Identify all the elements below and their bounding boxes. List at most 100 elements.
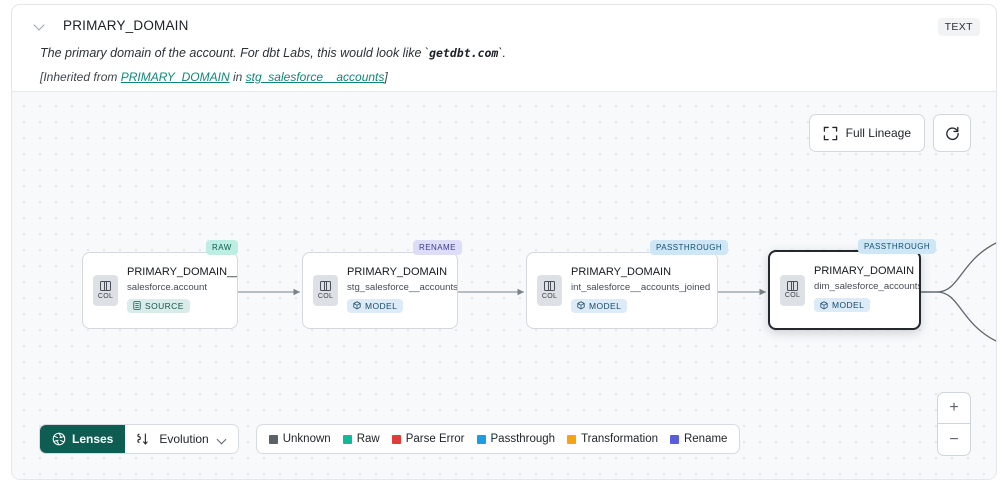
col-label: COL [317, 292, 334, 300]
lineage-node-stg-salesforce-accounts[interactable]: COL PRIMARY_DOMAIN stg_salesforce__accou… [302, 252, 458, 329]
node-body: PRIMARY_DOMAIN__C salesforce.account SOU… [118, 266, 237, 316]
col-icon: COL [537, 275, 562, 306]
edge-out-lower [921, 291, 996, 342]
legend-item-rename: Rename [669, 433, 728, 445]
node-body: PRIMARY_DOMAIN stg_salesforce__accounts … [338, 266, 457, 316]
lineage-node-int-salesforce-accounts-joined[interactable]: COL PRIMARY_DOMAIN int_salesforce__accou… [526, 252, 718, 329]
legend-swatch [476, 434, 486, 444]
node-body: PRIMARY_DOMAIN int_salesforce__accounts_… [562, 266, 710, 316]
page-title: PRIMARY_DOMAIN [63, 17, 189, 33]
node-kind-badge: MODEL [347, 298, 404, 313]
node-subtitle: salesforce.account [127, 281, 207, 293]
node-kind-badge: MODEL [571, 298, 628, 313]
col-icon: COL [780, 274, 805, 306]
lineage-node-primary-domain-c[interactable]: COL PRIMARY_DOMAIN__C salesforce.account… [82, 252, 238, 329]
col-label: COL [541, 292, 558, 300]
node-title: PRIMARY_DOMAIN [571, 265, 672, 278]
node-subtitle: dim_salesforce_accounts [814, 281, 919, 293]
col-label: COL [784, 292, 801, 300]
lineage-legend: Unknown Raw Parse Error Passthrough Tran… [255, 424, 741, 454]
legend-item-parse-error: Parse Error [391, 433, 465, 445]
aperture-icon [52, 432, 66, 446]
legend-swatch [669, 434, 679, 444]
legend-label: Passthrough [490, 433, 556, 445]
canvas-toolbar: Full Lineage [808, 114, 971, 152]
node-op-tag: PASSTHROUGH [858, 239, 937, 254]
inherited-model-link[interactable]: stg_salesforce__accounts [245, 69, 385, 84]
legend-label: Rename [683, 433, 728, 445]
col-label: COL [97, 292, 114, 300]
node-title: PRIMARY_DOMAIN__C [127, 265, 237, 278]
column-description: The primary domain of the account. For d… [12, 35, 996, 62]
lenses-button[interactable]: Lenses [40, 425, 126, 453]
cube-icon [353, 301, 361, 310]
lenses-label: Lenses [72, 432, 114, 446]
node-op-tag: PASSTHROUGH [650, 240, 729, 255]
full-lineage-label: Full Lineage [845, 126, 911, 140]
header-title-row: PRIMARY_DOMAIN [12, 5, 996, 35]
evolution-label: Evolution [159, 432, 209, 446]
legend-item-transformation: Transformation [567, 433, 658, 445]
column-glyph-icon [100, 281, 111, 292]
inherited-mid: in [229, 69, 246, 84]
legend-swatch [342, 434, 352, 444]
legend-swatch [268, 434, 278, 444]
node-body: PRIMARY_DOMAIN dim_salesforce_accounts M… [805, 265, 919, 315]
lineage-canvas[interactable]: Full Lineage RAW COL PRIMARY_DOMAIN__C s… [12, 92, 996, 479]
column-detail-card: PRIMARY_DOMAIN TEXT The primary domain o… [11, 4, 997, 480]
node-title: PRIMARY_DOMAIN [347, 265, 448, 278]
expand-icon [823, 126, 837, 140]
canvas-bottom-toolbar: Lenses Evolution Unknown [39, 424, 741, 454]
node-kind-label: MODEL [365, 300, 398, 311]
node-title: PRIMARY_DOMAIN [814, 265, 915, 278]
inherited-suffix: ] [384, 69, 388, 84]
inherited-column-link[interactable]: PRIMARY_DOMAIN [120, 69, 230, 84]
legend-swatch [567, 434, 577, 444]
node-kind-badge: MODEL [814, 298, 871, 313]
cube-icon [577, 301, 585, 310]
legend-item-passthrough: Passthrough [476, 433, 556, 445]
zoom-out-button[interactable]: − [949, 430, 959, 448]
column-header: PRIMARY_DOMAIN TEXT The primary domain o… [12, 5, 996, 92]
node-op-tag: RAW [206, 240, 238, 255]
col-icon: COL [93, 275, 118, 306]
column-glyph-icon [320, 281, 331, 292]
legend-label: Unknown [282, 433, 331, 445]
evolution-dropdown[interactable]: Evolution [125, 425, 238, 453]
legend-swatch [391, 434, 401, 444]
cube-icon [820, 301, 828, 310]
chevron-down-icon[interactable] [32, 17, 48, 33]
inherited-prefix: [Inherited from [40, 69, 121, 84]
description-text-post: `. [498, 46, 506, 60]
description-code: getdbt.com [429, 46, 499, 60]
refresh-button[interactable] [933, 114, 971, 152]
node-kind-label: MODEL [832, 300, 865, 311]
inherited-from-note: [Inherited from PRIMARY_DOMAIN in stg_sa… [12, 62, 996, 84]
node-subtitle: int_salesforce__accounts_joined [571, 281, 711, 293]
full-lineage-button[interactable]: Full Lineage [808, 114, 925, 152]
chevron-down-icon [217, 434, 227, 444]
zoom-in-button[interactable]: + [938, 393, 970, 424]
lineage-edges [237, 242, 996, 342]
column-glyph-icon [787, 280, 798, 291]
refresh-icon [945, 126, 959, 140]
database-icon [133, 301, 141, 310]
lineage-node-dim-salesforce-accounts[interactable]: COL PRIMARY_DOMAIN dim_salesforce_accoun… [768, 250, 921, 330]
legend-label: Transformation [581, 433, 658, 445]
node-kind-label: MODEL [589, 300, 622, 311]
node-kind-label: SOURCE [145, 300, 184, 311]
legend-label: Raw [356, 433, 380, 445]
zoom-controls: + − [937, 392, 971, 456]
legend-item-unknown: Unknown [268, 433, 331, 445]
node-kind-badge: SOURCE [127, 298, 190, 313]
description-text-pre: The primary domain of the account. For d… [40, 46, 430, 60]
legend-item-raw: Raw [342, 433, 380, 445]
legend-label: Parse Error [405, 433, 465, 445]
evolution-icon [137, 433, 149, 445]
col-icon: COL [313, 275, 338, 306]
lens-group: Lenses Evolution [39, 424, 239, 454]
column-glyph-icon [544, 281, 555, 292]
node-subtitle: stg_salesforce__accounts [347, 281, 457, 293]
node-op-tag: RENAME [413, 240, 462, 255]
type-badge: TEXT [937, 18, 980, 36]
